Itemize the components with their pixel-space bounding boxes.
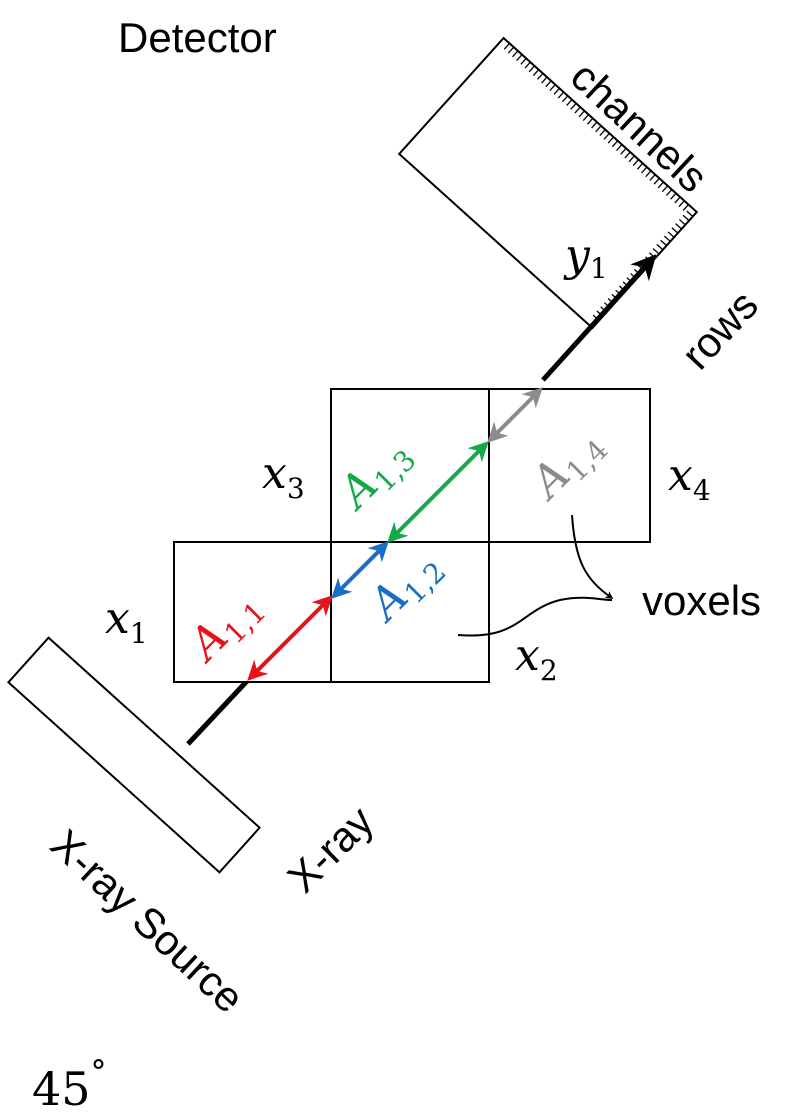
channel-tick bbox=[524, 61, 531, 69]
channel-tick bbox=[670, 192, 677, 200]
channel-tick bbox=[649, 174, 656, 181]
angle-label: 45° bbox=[32, 1053, 107, 1116]
channel-tick bbox=[578, 110, 585, 118]
row-tick bbox=[675, 223, 682, 230]
channel-tick bbox=[595, 125, 602, 133]
channel-tick bbox=[582, 114, 590, 121]
x1-label: x1 bbox=[105, 593, 148, 650]
channel-tick bbox=[570, 102, 577, 110]
channel-tick bbox=[674, 196, 681, 204]
channel-tick bbox=[624, 151, 631, 159]
channel-tick bbox=[645, 170, 652, 178]
row-tick bbox=[682, 214, 690, 222]
channel-tick bbox=[541, 76, 548, 84]
channel-tick bbox=[591, 121, 598, 129]
voxels-pointer-from-x2 bbox=[457, 596, 613, 637]
channel-tick bbox=[566, 99, 573, 106]
row-tick bbox=[663, 235, 671, 242]
channel-tick bbox=[553, 87, 560, 95]
row-tick bbox=[678, 218, 686, 226]
detector-channel-ticks bbox=[503, 42, 689, 211]
row-tick bbox=[660, 239, 667, 247]
x3-label: x3 bbox=[262, 448, 305, 505]
channel-tick bbox=[516, 54, 523, 62]
channel-tick bbox=[632, 159, 640, 166]
channel-tick bbox=[586, 117, 594, 125]
x4-label: x4 bbox=[668, 450, 711, 507]
xray-label: X-ray bbox=[278, 797, 382, 901]
row-tick bbox=[686, 210, 694, 217]
channel-tick bbox=[503, 42, 511, 50]
channel-tick bbox=[545, 80, 552, 88]
y1-label: y1 bbox=[563, 230, 608, 285]
a12-arrow bbox=[331, 541, 389, 599]
channel-tick bbox=[628, 155, 635, 163]
channel-tick bbox=[620, 147, 627, 155]
rows-label: rows bbox=[672, 281, 767, 378]
channel-tick bbox=[599, 129, 606, 136]
xray-beam-upper bbox=[541, 254, 657, 382]
channel-tick bbox=[561, 95, 569, 103]
voxels-label: voxels bbox=[642, 577, 761, 624]
channel-tick bbox=[574, 106, 581, 114]
channel-tick bbox=[661, 185, 669, 193]
xray-beam-lower bbox=[186, 678, 250, 746]
row-tick bbox=[671, 227, 679, 234]
channel-tick bbox=[636, 162, 644, 170]
channel-tick bbox=[507, 46, 515, 54]
a13-arrow bbox=[387, 441, 489, 543]
detector-panel bbox=[397, 36, 699, 330]
row-tick bbox=[652, 248, 660, 255]
channel-tick bbox=[611, 140, 619, 148]
channel-tick bbox=[536, 72, 544, 80]
channel-tick bbox=[557, 91, 565, 99]
channel-tick bbox=[520, 57, 527, 65]
channel-tick bbox=[549, 84, 556, 91]
channel-tick bbox=[653, 177, 660, 185]
channel-tick bbox=[532, 69, 540, 77]
xray-source-box bbox=[6, 636, 262, 874]
channel-tick bbox=[616, 144, 623, 151]
channel-tick bbox=[603, 132, 610, 140]
detector-label: Detector bbox=[118, 14, 277, 61]
channel-tick bbox=[528, 65, 535, 73]
channel-tick bbox=[512, 50, 519, 58]
row-tick bbox=[667, 231, 675, 238]
voxels-pointer-from-x4 bbox=[571, 514, 614, 599]
channel-tick bbox=[607, 136, 615, 144]
channel-tick bbox=[665, 189, 673, 196]
a11-arrow bbox=[247, 595, 333, 681]
channel-tick bbox=[682, 204, 689, 211]
a14-arrow bbox=[487, 387, 543, 443]
x2-label: x2 bbox=[515, 630, 558, 687]
channel-tick bbox=[678, 200, 685, 208]
row-tick bbox=[656, 243, 664, 251]
channel-tick bbox=[641, 166, 648, 174]
channel-tick bbox=[657, 181, 664, 189]
